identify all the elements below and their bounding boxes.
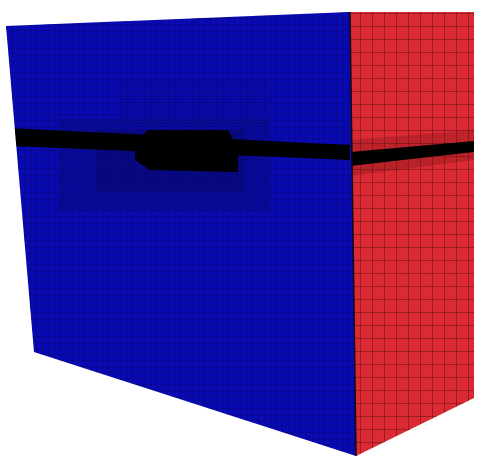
box-edge <box>349 11 357 457</box>
refinement-core <box>135 130 238 172</box>
side-face <box>350 12 474 456</box>
refinement-band-side <box>350 141 474 166</box>
refinement-zone-upper <box>118 80 268 124</box>
